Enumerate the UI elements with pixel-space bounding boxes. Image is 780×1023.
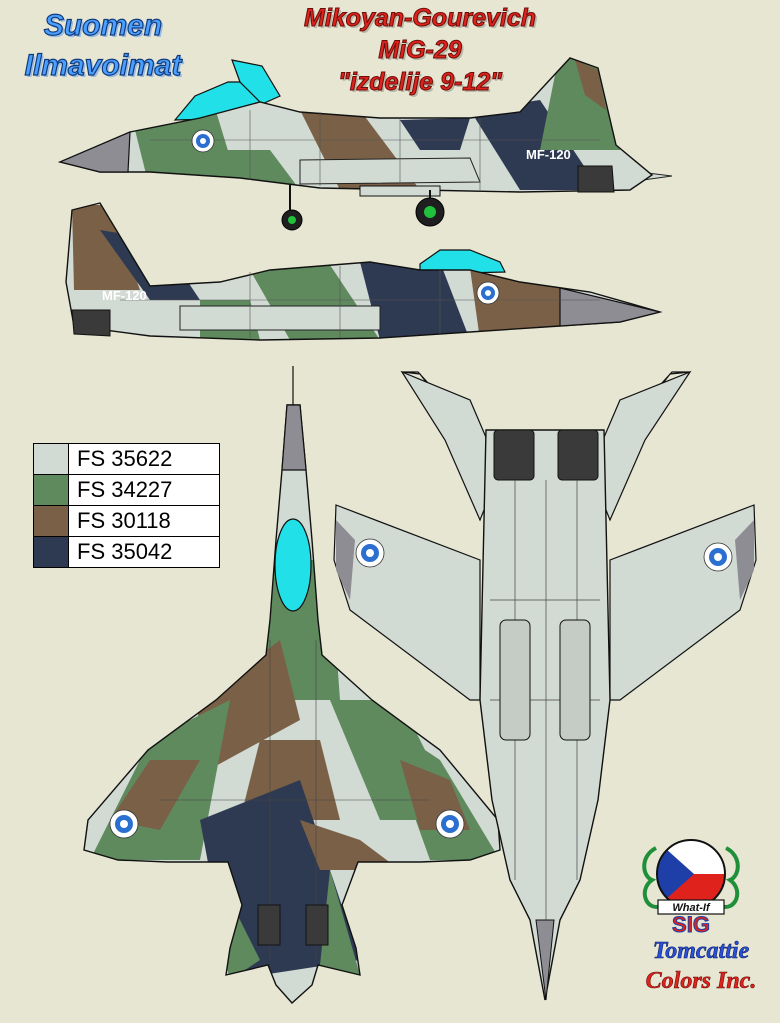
legend-swatch [33, 505, 69, 537]
legend-swatch [33, 474, 69, 506]
legend-swatch [33, 443, 69, 475]
tomcattie-colors-logo: Tomcattie Colors Inc. [626, 936, 776, 996]
legend-label: FS 35042 [68, 536, 220, 568]
roundel-icon [703, 542, 733, 572]
logo-line1: Tomcattie [652, 938, 750, 965]
roundel-icon [476, 281, 500, 305]
tail-serial-left: MF-120 [526, 147, 571, 162]
logo-badge-text: What-If [672, 902, 711, 914]
air-force-title: Suomen Ilmavoimat [8, 6, 198, 86]
title-right-line1: Mikoyan-Gourevich [304, 4, 537, 33]
legend-row: FS 30118 [33, 505, 220, 537]
title-left-line2: Ilmavoimat [24, 48, 182, 82]
czech-flag-logo-icon: What-If SIG [642, 839, 740, 938]
roundel-icon [191, 129, 215, 153]
what-if-sig-logo: What-If SIG [636, 826, 746, 941]
title-right-line2: MiG-29 [378, 36, 462, 65]
title-right-line3: "izdelije 9-12" [337, 68, 503, 97]
tail-serial-right: MF-120 [102, 288, 147, 303]
legend-swatch [33, 536, 69, 568]
roundel-icon [109, 809, 139, 839]
legend-row: FS 34227 [33, 474, 220, 506]
side-view-right: MF-120 [65, 202, 663, 341]
legend-label: FS 34227 [68, 474, 220, 506]
roundel-icon [435, 809, 465, 839]
logo-sig-text: SIG [672, 912, 710, 936]
legend-row: FS 35042 [33, 536, 220, 568]
side-view-left: MF-120 [57, 57, 673, 231]
aircraft-title: Mikoyan-Gourevich MiG-29 "izdelije 9-12" [250, 2, 590, 98]
legend-label: FS 30118 [68, 505, 220, 537]
legend-row: FS 35622 [33, 443, 220, 475]
bottom-view [333, 370, 757, 1001]
title-left-line1: Suomen [43, 8, 163, 42]
roundel-icon [355, 538, 385, 568]
logo-line2: Colors Inc. [645, 968, 757, 995]
legend-label: FS 35622 [68, 443, 220, 475]
